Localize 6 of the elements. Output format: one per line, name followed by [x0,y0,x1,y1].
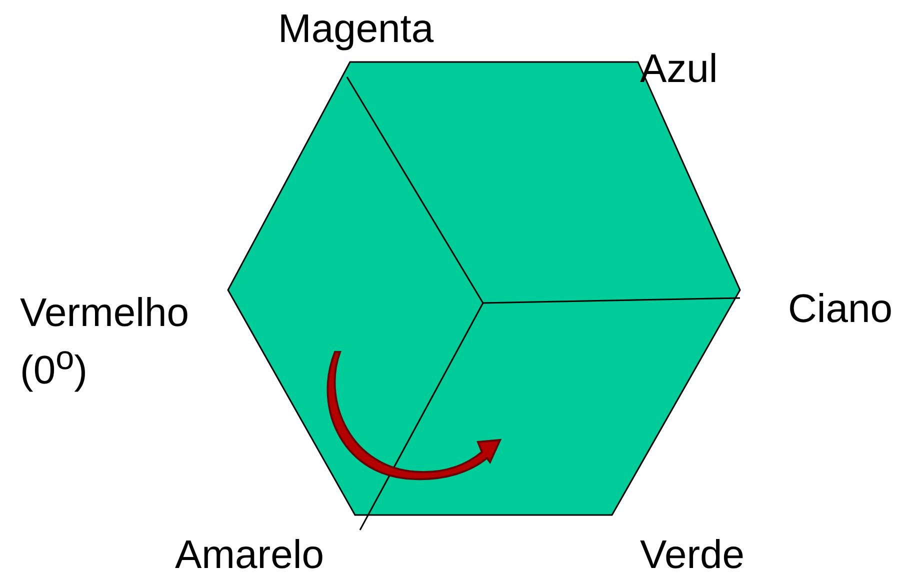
vertex-label: Ciano [788,286,893,332]
vertex-label: Vermelho (0$^{o}$) [20,290,190,394]
vertex-label: Azul [640,46,718,92]
vertex-label: Amarelo [175,532,324,578]
vertex-label: Magenta [278,6,434,52]
vertex-label: Verde [640,532,745,578]
